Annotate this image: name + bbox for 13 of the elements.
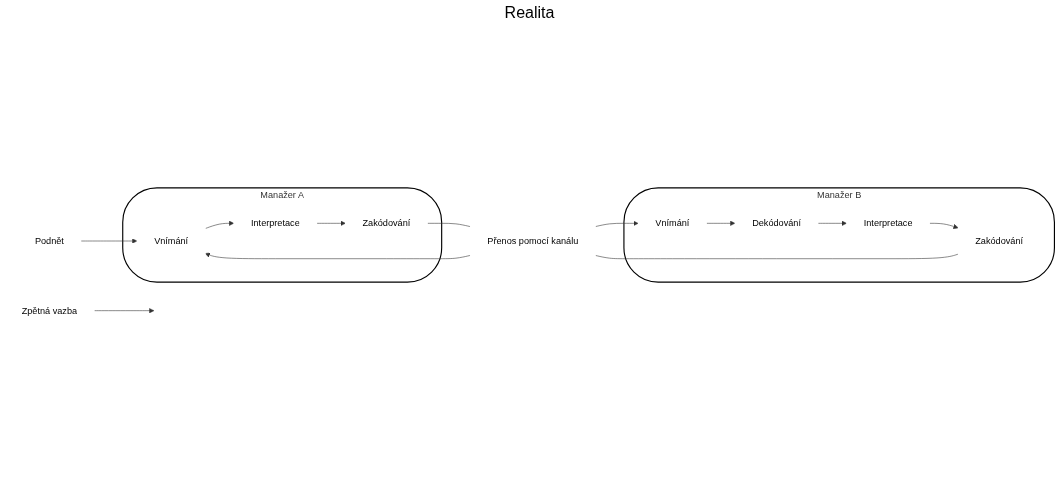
node-text: Dekódování <box>752 218 801 228</box>
node-text: Zpětná vazba <box>21 305 78 316</box>
node-text: Interpretace <box>250 218 300 228</box>
node-text: Vnímání <box>655 218 690 228</box>
caption-text: Realita <box>504 4 555 21</box>
node-text: Zakódování <box>975 235 1024 246</box>
connector <box>595 253 959 259</box>
node-text: Vnímání <box>154 235 189 246</box>
node-text: Zakódování <box>362 218 411 228</box>
node-text: Podnět <box>34 235 64 246</box>
connector <box>427 223 471 227</box>
node-text: Přenos pomocí kanálu <box>487 235 579 246</box>
node-text: Interpretace <box>863 218 913 228</box>
